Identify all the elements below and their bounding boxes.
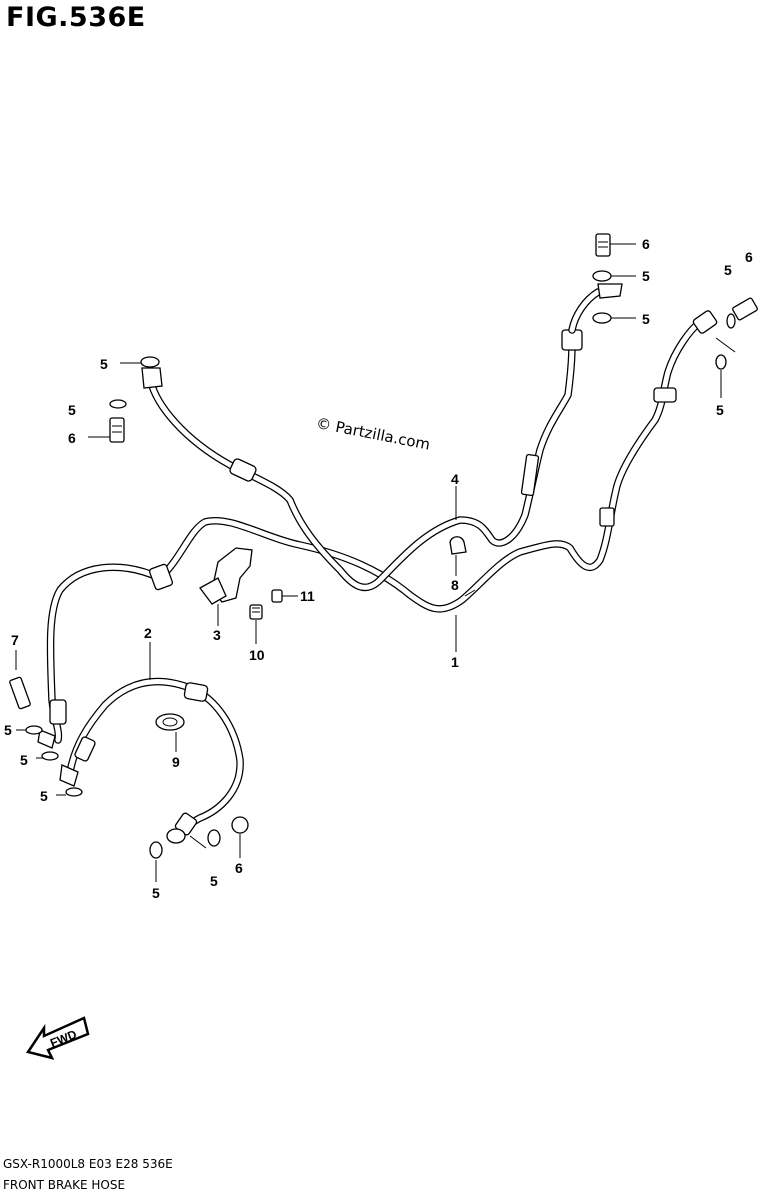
hose-clamp-9[interactable]	[155, 713, 185, 731]
figure-title: FIG.536E	[6, 2, 146, 33]
callout-1: 1	[451, 654, 459, 670]
union-bolt-top[interactable]	[595, 233, 611, 257]
fwd-label: FWD	[48, 1027, 79, 1050]
washer	[109, 399, 127, 409]
hose-ferrule	[653, 387, 677, 403]
callout-4: 4	[451, 471, 459, 487]
callout-11: 11	[300, 588, 315, 604]
callout-5: 5	[716, 402, 724, 418]
washer	[715, 354, 727, 370]
callout-5: 5	[642, 311, 650, 327]
bolt-10[interactable]	[249, 604, 263, 620]
washers[interactable]	[25, 270, 736, 859]
callout-6: 6	[642, 236, 650, 252]
callout-10: 10	[249, 647, 265, 663]
washer	[726, 313, 736, 329]
model-code: GSX-R1000L8 E03 E28 536E	[3, 1157, 173, 1171]
hose-ferrule	[49, 699, 67, 725]
washer	[65, 787, 83, 797]
banjo-fitting	[141, 367, 163, 389]
callout-5: 5	[20, 752, 28, 768]
hose-clamp-8[interactable]	[449, 536, 467, 555]
callout-5: 5	[210, 873, 218, 889]
banjo-fitting	[597, 283, 623, 299]
callout-6: 6	[745, 249, 753, 265]
callout-3: 3	[213, 627, 221, 643]
callout-5: 5	[642, 268, 650, 284]
hose-ferrule	[229, 458, 257, 482]
hose-ferrule	[74, 736, 96, 762]
washer	[592, 270, 612, 282]
banjo-fitting	[692, 310, 718, 334]
callout-5: 5	[724, 262, 732, 278]
callout-5: 5	[68, 402, 76, 418]
brake-hose-2[interactable]	[37, 677, 244, 844]
brake-hose-left[interactable]	[46, 563, 174, 744]
callout-6: 6	[68, 430, 76, 446]
union-bolt-left[interactable]	[109, 417, 125, 443]
callout-6: 6	[235, 860, 243, 876]
callout-labels: 6 5 5 5 6 5 5 5 6 4 8 11 3 10 1 7 2 5 5 …	[4, 236, 753, 901]
leader-lines	[15, 243, 736, 882]
banjo-fitting	[166, 828, 186, 844]
callout-2: 2	[144, 625, 152, 641]
callout-8: 8	[451, 577, 459, 593]
washer	[41, 751, 59, 761]
washer	[592, 312, 612, 324]
washer	[25, 725, 43, 735]
hose-sleeve	[520, 453, 540, 497]
callout-5: 5	[40, 788, 48, 804]
hose-bracket-3[interactable]	[199, 547, 253, 605]
union-bolt-right[interactable]	[732, 297, 758, 321]
callout-5: 5	[100, 356, 108, 372]
forward-arrow-icon: FWD	[25, 1016, 90, 1060]
bolt-11[interactable]	[271, 589, 283, 603]
callout-5: 5	[4, 722, 12, 738]
hose-sleeve	[599, 507, 615, 527]
hose-joint	[148, 563, 174, 591]
diagram-caption: FRONT BRAKE HOSE	[3, 1178, 126, 1192]
washer	[140, 356, 160, 368]
brake-hose-4[interactable]	[141, 283, 623, 592]
union-bolt-bottom[interactable]	[231, 816, 249, 834]
banjo-fitting	[37, 729, 56, 749]
callout-5: 5	[152, 885, 160, 901]
callout-9: 9	[172, 754, 180, 770]
bolt-7[interactable]	[9, 676, 31, 710]
washer	[207, 829, 221, 847]
banjo-fitting	[59, 764, 79, 787]
hose-ferrule	[183, 682, 209, 702]
washer	[149, 841, 163, 859]
brake-hose-1[interactable]	[156, 310, 718, 613]
callout-7: 7	[11, 632, 19, 648]
